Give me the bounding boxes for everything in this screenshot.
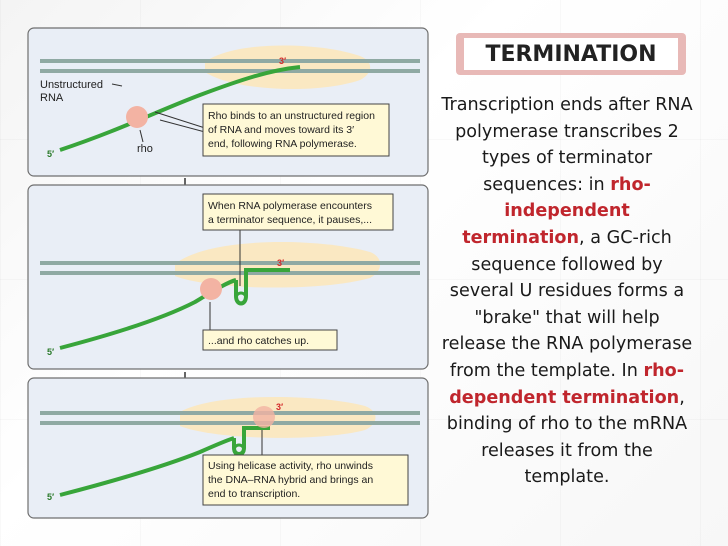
callout-2	[202, 193, 394, 231]
rna-polymerase-3	[180, 396, 376, 438]
callout-2-line-2: a terminator sequence, it pauses,...	[208, 214, 372, 226]
callout-1-line-3: end, following RNA polymerase.	[208, 138, 357, 150]
callout-1-pointer-b	[159, 119, 206, 133]
text-part-2: , a GC-rich sequence followed by several…	[441, 227, 693, 381]
callout-1-line-1: Rho binds to an unstructured region	[208, 110, 375, 122]
callout-4	[202, 454, 409, 506]
title-box: TERMINATION	[456, 33, 686, 75]
pointer-rho	[139, 129, 144, 143]
hairpin-loop-2	[234, 291, 248, 305]
highlight-rho-dependent: rho-dependent termination	[449, 360, 685, 408]
callout-4-line-3: end to transcription.	[208, 488, 300, 500]
rho-protein-2	[200, 278, 222, 300]
label-rho: rho	[137, 143, 153, 155]
rna-strand-3	[59, 436, 235, 497]
text-part-1: Transcription ends after RNA polymerase …	[441, 95, 693, 195]
label-rna: RNA	[40, 92, 64, 104]
callout-1-line-2: of RNA and moves toward its 3′	[208, 124, 354, 136]
five-prime-label-2: 5′	[47, 347, 54, 357]
three-prime-label-3: 3′	[276, 402, 283, 412]
termination-diagram: 3′ 5′ Unstructured RNA rho Rho binds to …	[27, 27, 429, 519]
pointer-unstructured	[111, 83, 123, 87]
five-prime-label-3: 5′	[47, 492, 54, 502]
callout-2-line-1: When RNA polymerase encounters	[208, 200, 372, 212]
callout-4-line-2: the DNA–RNA hybrid and brings an	[208, 474, 373, 486]
label-unstructured: Unstructured	[40, 79, 103, 91]
five-prime-label: 5′	[47, 149, 54, 159]
rho-protein	[126, 106, 148, 128]
callout-4-line-1: Using helicase activity, rho unwinds	[208, 460, 373, 472]
explanation-text: Transcription ends after RNA polymerase …	[440, 92, 694, 491]
rna-strand	[59, 65, 301, 152]
three-prime-label-2: 3′	[277, 258, 284, 268]
rna-strand-2	[59, 278, 237, 350]
callout-3-line: ...and rho catches up.	[208, 335, 309, 347]
three-prime-label: 3′	[279, 56, 286, 66]
text-part-3: , binding of rho to the mRNA releases it…	[446, 387, 688, 488]
highlight-rho-independent: rho-independent termination	[462, 174, 651, 248]
callout-1	[202, 103, 390, 157]
slide-title: TERMINATION	[464, 38, 678, 70]
callout-3	[202, 329, 338, 351]
callout-1-pointer-a	[154, 111, 206, 129]
rho-protein-3	[253, 406, 275, 428]
